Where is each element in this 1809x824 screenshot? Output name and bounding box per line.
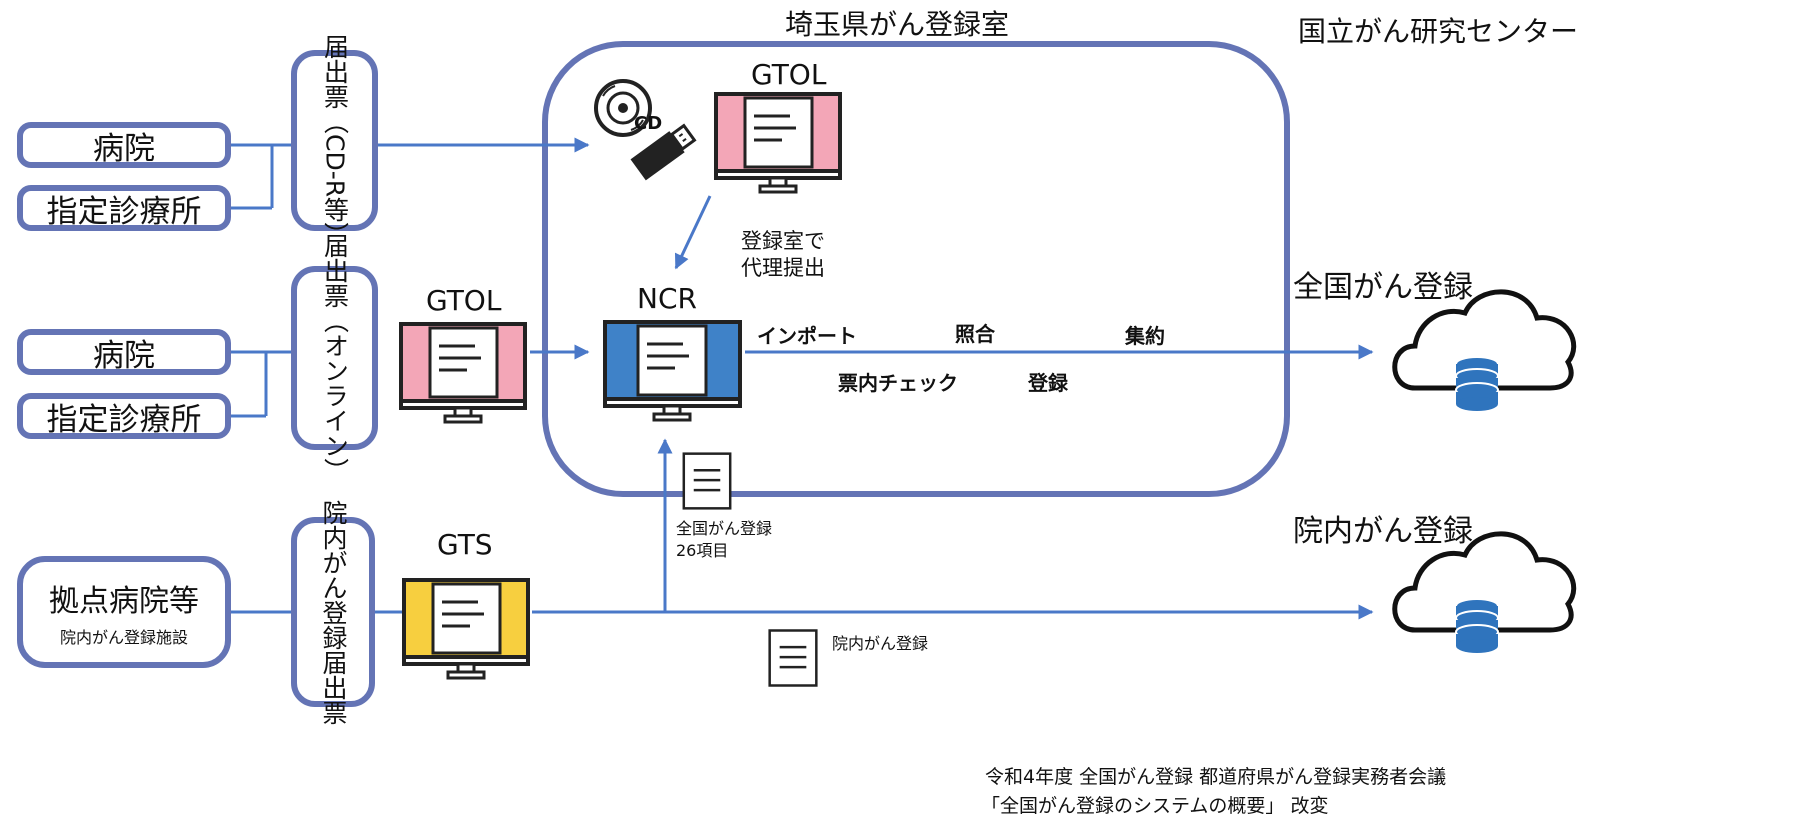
saitama-region-title: 埼玉県がん登録室 [785, 8, 1010, 41]
proxy-note-line1: 登録室で [741, 229, 825, 253]
source-clinic-1: 指定診療所 [17, 185, 231, 231]
form-cd-sub: （CD-R等） [320, 108, 350, 248]
cd-disc-icon [594, 79, 652, 137]
source-hospital-1: 病院 [17, 122, 231, 168]
step-form-check: 票内チェック [838, 371, 958, 395]
national-cloud-database-icon [1392, 289, 1577, 411]
cd-label: CD [634, 113, 663, 134]
hospital-destination-label: 院内がん登録 [1293, 514, 1473, 549]
step-aggregate: 集約 [1125, 324, 1165, 348]
ncr-monitor [603, 320, 742, 422]
step-import: インポート [757, 324, 857, 348]
ncr-label: NCR [637, 282, 697, 315]
national-items-caption-line1: 全国がん登録 [676, 519, 773, 538]
source-hospital-2: 病院 [17, 329, 231, 375]
gtol-top-label: GTOL [751, 58, 827, 91]
source-base-hospital: 拠点病院等 院内がん登録施設 [17, 556, 231, 668]
national-items-document-icon [682, 452, 732, 510]
connector-lines [231, 143, 673, 614]
source-clinic-2: 指定診療所 [17, 393, 231, 439]
form-hospital-sub: 届出票 [319, 649, 348, 725]
usb-stick-icon [630, 123, 697, 181]
step-register: 登録 [1028, 371, 1068, 395]
form-online-box: 届出票（オンライン） [291, 233, 378, 483]
gts-label: GTS [437, 528, 493, 561]
gts-monitor [402, 578, 530, 680]
form-online-sub: （オンライン） [320, 308, 350, 483]
step-match: 照合 [955, 322, 995, 346]
gtol-left-monitor [399, 322, 527, 424]
national-items-caption-line2: 26項目 [676, 541, 729, 560]
flow-arrows [378, 137, 1374, 620]
hospital-document-icon [768, 629, 818, 687]
form-online-title: 届出票 [320, 233, 350, 308]
form-hospital-box: 院内がん登録届出票 [291, 500, 375, 725]
ncc-region-title: 国立がん研究センター [1298, 15, 1579, 48]
hospital-doc-caption: 院内がん登録 [832, 634, 929, 653]
form-hospital-title: 院内がん登録 [319, 499, 348, 650]
gtol-top-monitor [714, 92, 842, 194]
form-cd-box: 届出票（CD-R等） [291, 34, 378, 247]
proxy-note-line2: 代理提出 [741, 256, 825, 280]
national-destination-label: 全国がん登録 [1293, 270, 1473, 305]
hospital-cloud-database-icon [1392, 531, 1577, 653]
gtol-left-label: GTOL [426, 284, 502, 317]
base-hospital-label: 拠点病院等 [49, 584, 199, 619]
source-note-line1: 令和4年度 全国がん登録 都道府県がん登録実務者会議 [985, 766, 1447, 788]
source-note-line2: 「全国がん登録のシステムの概要」 改変 [981, 795, 1329, 817]
base-hospital-sublabel: 院内がん登録施設 [59, 628, 188, 647]
form-cd-title: 届出票 [320, 33, 350, 109]
saitama-registry-frame [542, 41, 1290, 497]
